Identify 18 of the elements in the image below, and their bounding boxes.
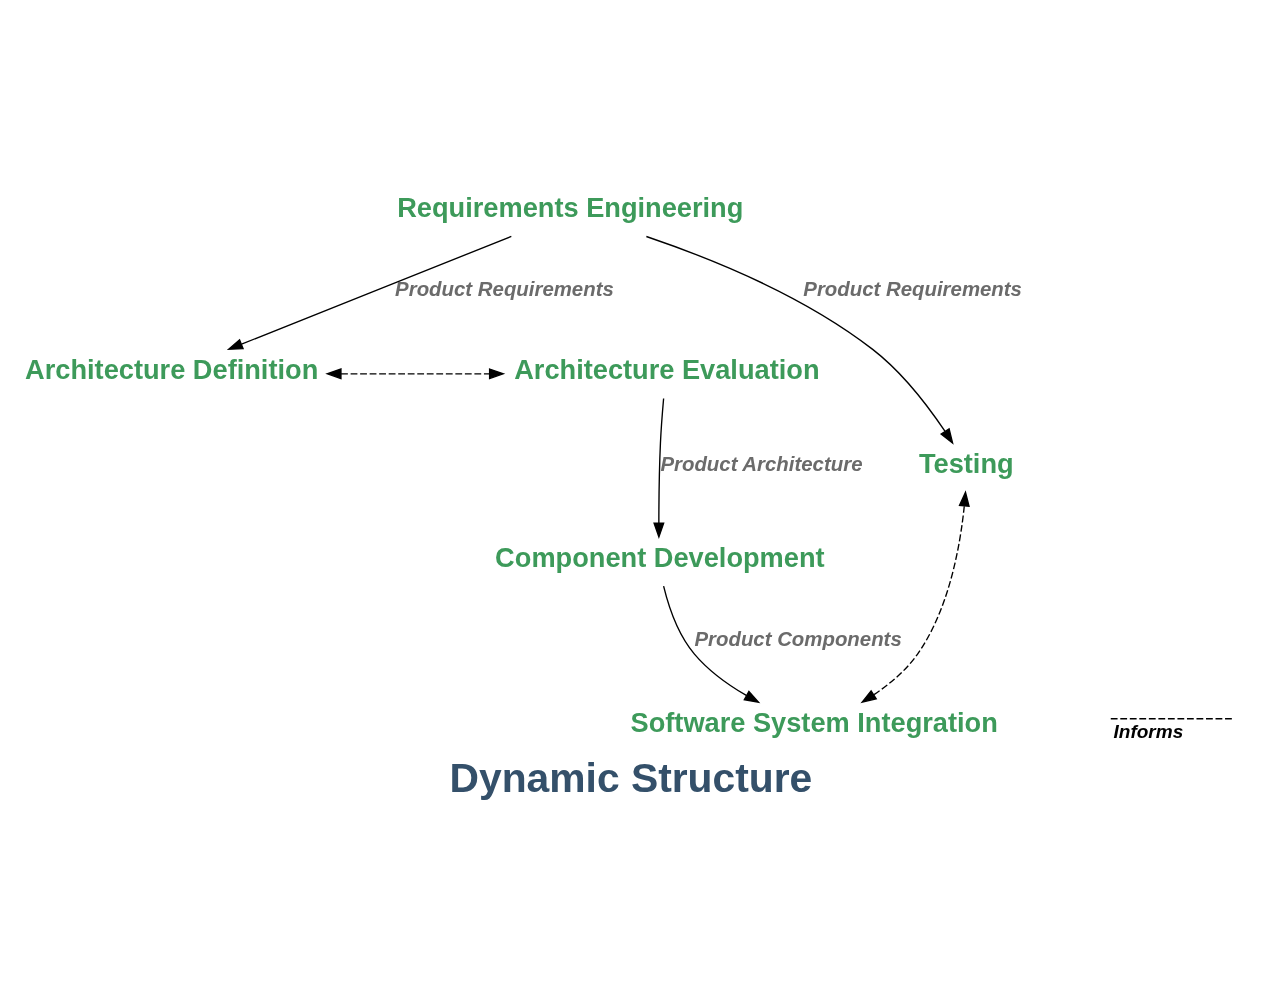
arrow [662,584,761,703]
edge-label: Product Components [694,627,902,650]
edge-label: Product Requirements [803,277,1022,300]
node-text: Architecture Definition [25,353,319,385]
edge-label: Product Architecture [660,452,863,475]
legend-label: Informs [1113,720,1184,742]
node-text: Requirements Engineering [397,191,744,223]
node-text: Software System Integration [630,706,998,738]
edge-label: Product Requirements [395,277,614,300]
arrow [860,489,970,703]
arrow [645,235,954,445]
arrow [226,235,512,350]
node-text: Testing [918,447,1014,479]
diagram-title: Dynamic Structure [449,754,813,801]
node-text: Component Development [495,541,825,573]
arrow [325,367,506,380]
arrow [653,397,665,539]
node-text: Architecture Evaluation [514,353,820,385]
